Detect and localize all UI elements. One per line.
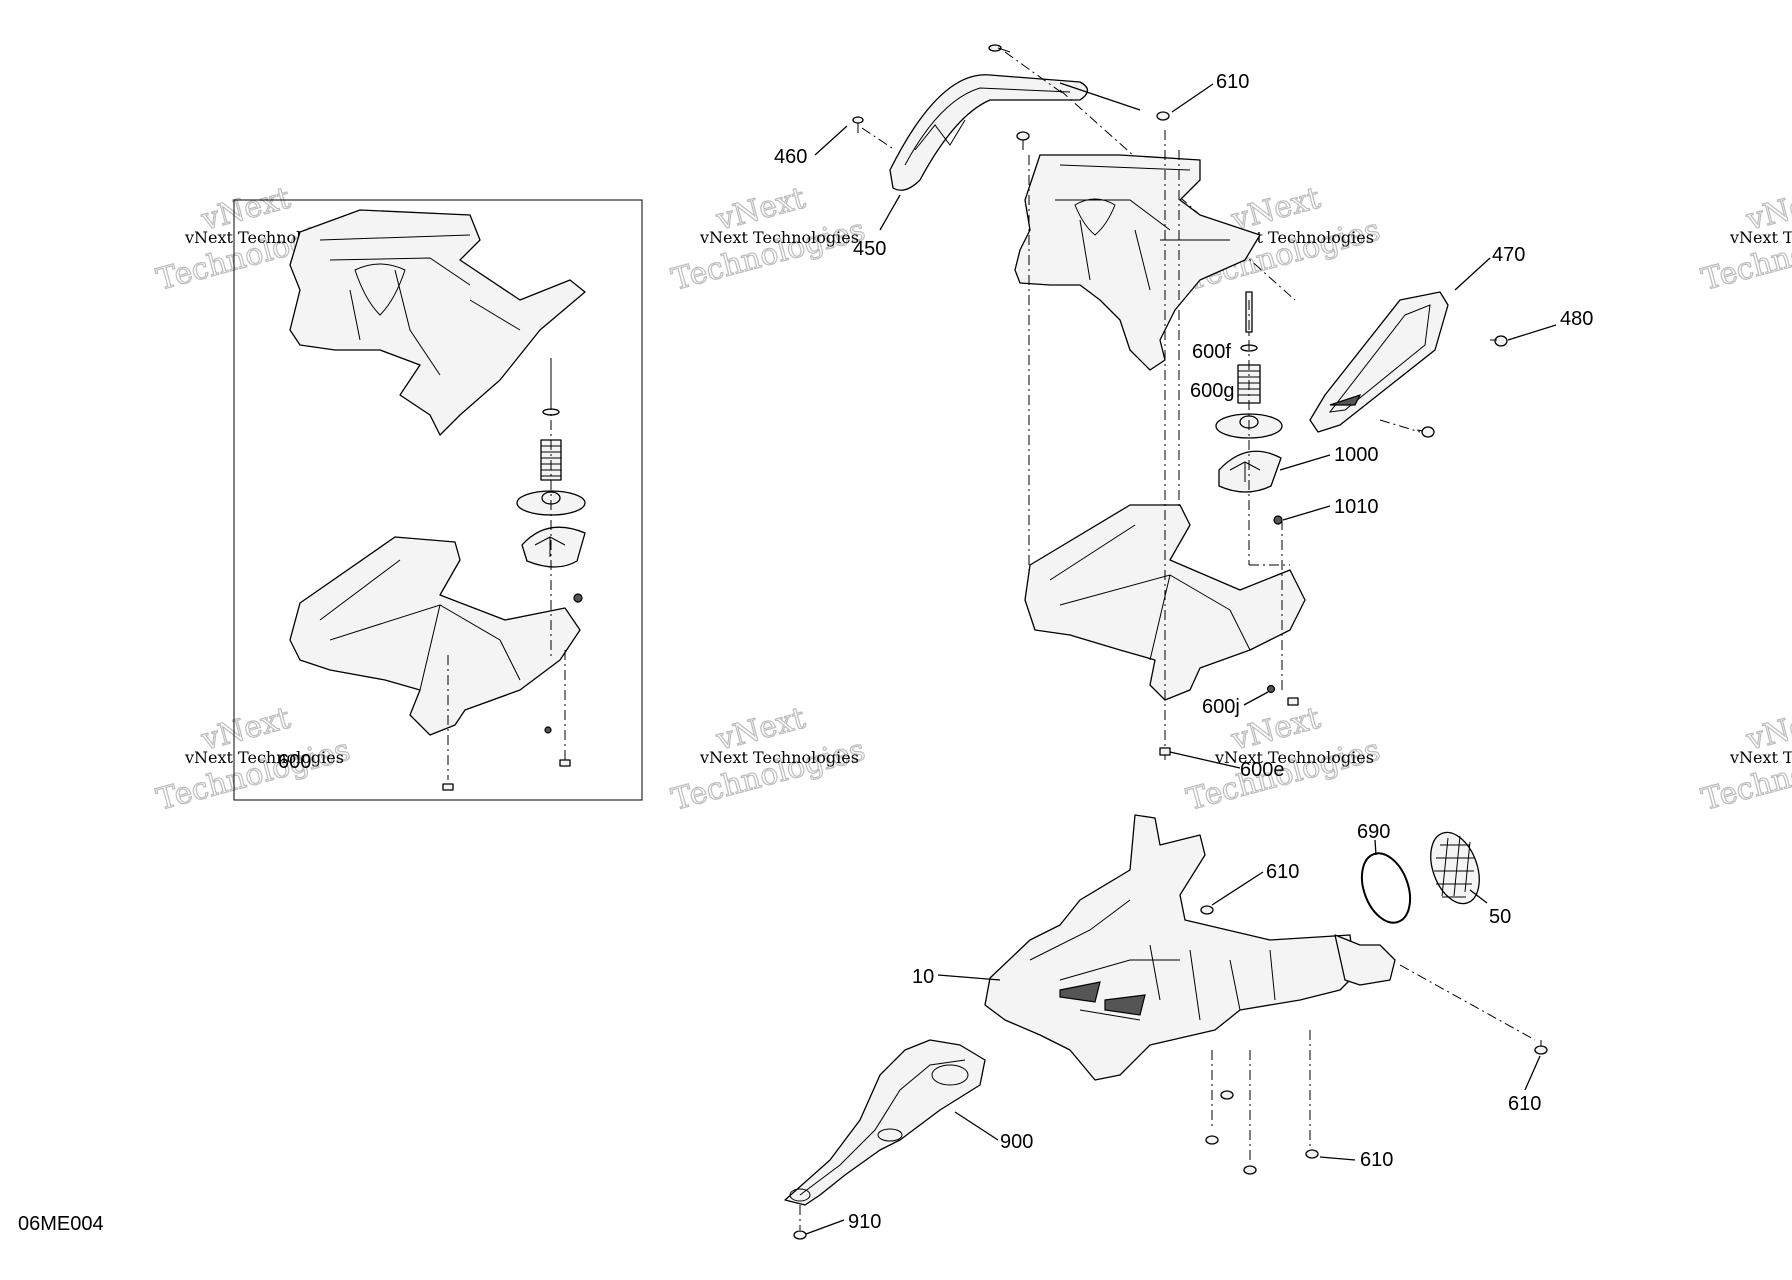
- main-upper-assembly: [852, 44, 1508, 760]
- screw-480: [1490, 335, 1508, 347]
- callout-610: 610: [1216, 71, 1249, 93]
- callout-10: 10: [912, 966, 934, 988]
- inset-lower-frame: [289, 536, 581, 736]
- callout-600j: 600j: [1202, 696, 1240, 718]
- watermark-technologies: Technologies: [153, 733, 354, 818]
- watermark-technologies: Technologies: [668, 733, 869, 818]
- inset-frame: [233, 199, 643, 801]
- air-intake-housing: [984, 814, 1356, 1081]
- callout-50: 50: [1489, 906, 1511, 928]
- callout-470: 470: [1492, 244, 1525, 266]
- callout-690: 690: [1357, 821, 1390, 843]
- callout-900: 900: [1000, 1131, 1033, 1153]
- screw-610-right: [1534, 1040, 1548, 1055]
- upper-console-housing: [1014, 154, 1261, 371]
- callout-450: 450: [853, 238, 886, 260]
- watermark-text: vNext Technologies: [699, 748, 859, 767]
- inset-assembly-600: 600: [233, 199, 643, 801]
- watermark: vNext Technologies vNext Technologies: [667, 700, 869, 818]
- watermark-text: vNext Technologies: [1214, 748, 1374, 767]
- watermark-text: vNext Technologies: [184, 748, 344, 767]
- callout-labels: 610 460 450 470 480 600f 600g 1000 1010 …: [774, 71, 1593, 1233]
- intake-grille: [1430, 831, 1480, 905]
- callout-610-housing: 610: [1266, 861, 1299, 883]
- screw-610-left: [1016, 131, 1030, 150]
- callout-1010: 1010: [1334, 496, 1379, 518]
- inset-cushion-pad: [521, 526, 586, 568]
- upper-trim-cover: [889, 74, 1089, 191]
- watermark-text: vNext Technologies: [699, 228, 859, 247]
- screw-460: [852, 116, 864, 133]
- clamp-ring: [1360, 852, 1412, 924]
- watermark: vNext Technologies vNext Technologies: [1697, 180, 1792, 298]
- inset-upper-housing: [289, 209, 586, 436]
- main-lower-assembly: [784, 814, 1548, 1240]
- screw-top: [988, 44, 1011, 53]
- watermark-text: vNext Technologies: [1729, 228, 1792, 247]
- cushion-pad-1000: [1218, 450, 1282, 493]
- inset-label: 600: [278, 751, 311, 773]
- callout-610-bottom: 610: [1360, 1149, 1393, 1171]
- screw-910: [793, 1230, 807, 1240]
- callout-600g: 600g: [1190, 380, 1235, 402]
- diagram-reference-id: 06ME004: [18, 1213, 104, 1235]
- screw-side-lower: [1416, 426, 1435, 438]
- heat-shield: [784, 1039, 986, 1206]
- nut-1010: [1273, 515, 1283, 525]
- screw-610-top: [1156, 111, 1170, 121]
- callout-460: 460: [774, 146, 807, 168]
- callout-610-right: 610: [1508, 1093, 1541, 1115]
- side-panel-right: [1309, 291, 1449, 433]
- callout-1000: 1000: [1334, 444, 1379, 466]
- callout-480: 480: [1560, 308, 1593, 330]
- watermark: vNext Technologies vNext Technologies: [667, 180, 869, 298]
- screw-610-bottom-d: [1220, 1090, 1234, 1100]
- screw-610-bottom-b: [1243, 1165, 1257, 1175]
- watermark: vNext Technologies vNext Technologies: [1697, 700, 1792, 818]
- callout-910: 910: [848, 1211, 881, 1233]
- lower-console-frame: [1024, 504, 1306, 701]
- callout-600e: 600e: [1240, 759, 1285, 781]
- screw-610-bottom-c: [1305, 1149, 1319, 1159]
- leader-lines: [805, 82, 1557, 1235]
- watermark-text: vNext Technologies: [1729, 748, 1792, 767]
- watermark-technologies: Technologies: [668, 213, 869, 298]
- screw-610-bottom-a: [1205, 1135, 1219, 1145]
- screw-610-housing: [1200, 905, 1214, 915]
- callout-600f: 600f: [1192, 341, 1231, 363]
